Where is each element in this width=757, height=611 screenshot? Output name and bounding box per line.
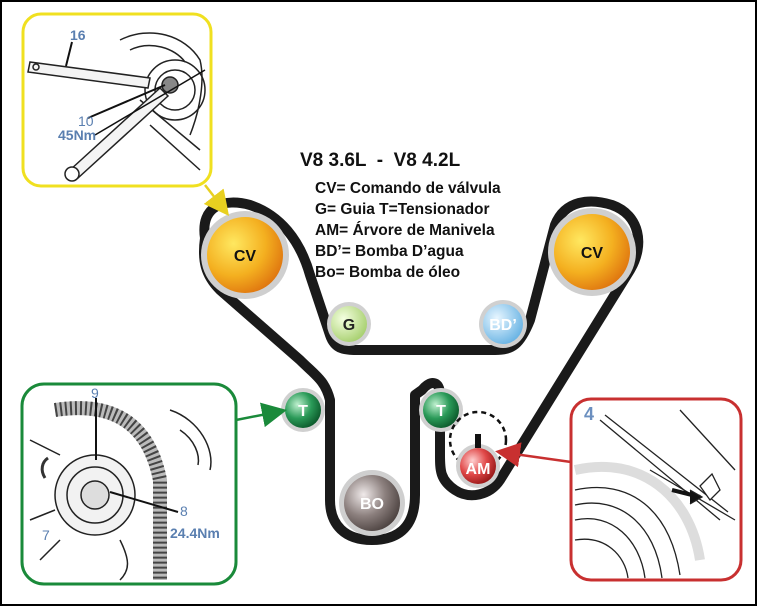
arrow-yellow <box>203 184 230 216</box>
guide-pulley: G <box>327 302 371 346</box>
tensioner-bolt-illustration <box>29 398 212 581</box>
callout-top-left: 16 10 45Nm <box>21 12 213 188</box>
tensioner-right: T <box>419 388 463 432</box>
callout-right-number: 4 <box>584 404 594 424</box>
legend-item: BD’= Bomba D’agua <box>315 243 464 260</box>
water-pump-pulley: BD’ <box>479 300 527 348</box>
callout-top-left-frame <box>21 12 213 188</box>
callout-bottom-left: 9 8 7 24.4Nm <box>20 382 238 586</box>
crankshaft-pulley: AM <box>448 410 508 488</box>
diagram-title: V8 3.6L - V8 4.2L <box>300 150 461 171</box>
water-pump-pulley-label: BD’ <box>489 317 517 334</box>
legend-item: G= Guia T=Tensionador <box>315 201 490 218</box>
crankshaft-timing-ring <box>448 410 508 470</box>
part-number-9: 9 <box>91 385 99 401</box>
torque-label-bottom: 24.4Nm <box>170 525 220 541</box>
guide-pulley-label: G <box>343 317 355 334</box>
callout-right: 4 <box>569 397 743 582</box>
bolt-number-8: 8 <box>180 503 188 519</box>
legend-item: CV= Comando de válvula <box>315 180 501 197</box>
cam-pulley-left: CV <box>201 211 289 299</box>
bolt-number-label: 10 <box>78 113 94 129</box>
tensioner-left: T <box>281 388 325 432</box>
legend: CV= Comando de válvula G= Guia T=Tension… <box>315 180 501 281</box>
legend-item: AM= Árvore de Manivela <box>315 222 495 239</box>
crank-mark-illustration <box>573 409 736 579</box>
arrow-green <box>235 402 287 428</box>
arrow-red <box>495 442 572 468</box>
oil-pump-pulley: BO <box>339 470 405 536</box>
oil-pump-pulley-label: BO <box>360 496 384 513</box>
tool-number-label: 16 <box>70 27 86 43</box>
crankshaft-timing-mark <box>475 434 481 448</box>
cam-pulley-right-label: CV <box>581 245 604 262</box>
part-number-7: 7 <box>42 527 50 543</box>
timing-belt <box>198 196 644 545</box>
crankshaft-pulley-label: AM <box>466 461 491 478</box>
tensioner-left-label: T <box>298 403 308 420</box>
torque-label-top: 45Nm <box>58 127 96 143</box>
tensioner-right-label: T <box>436 403 446 420</box>
cam-bolt-tool-illustration <box>27 32 206 182</box>
cam-pulley-right: CV <box>548 208 636 296</box>
legend-item: Bo= Bomba de óleo <box>315 264 460 281</box>
cam-pulley-left-label: CV <box>234 248 257 265</box>
